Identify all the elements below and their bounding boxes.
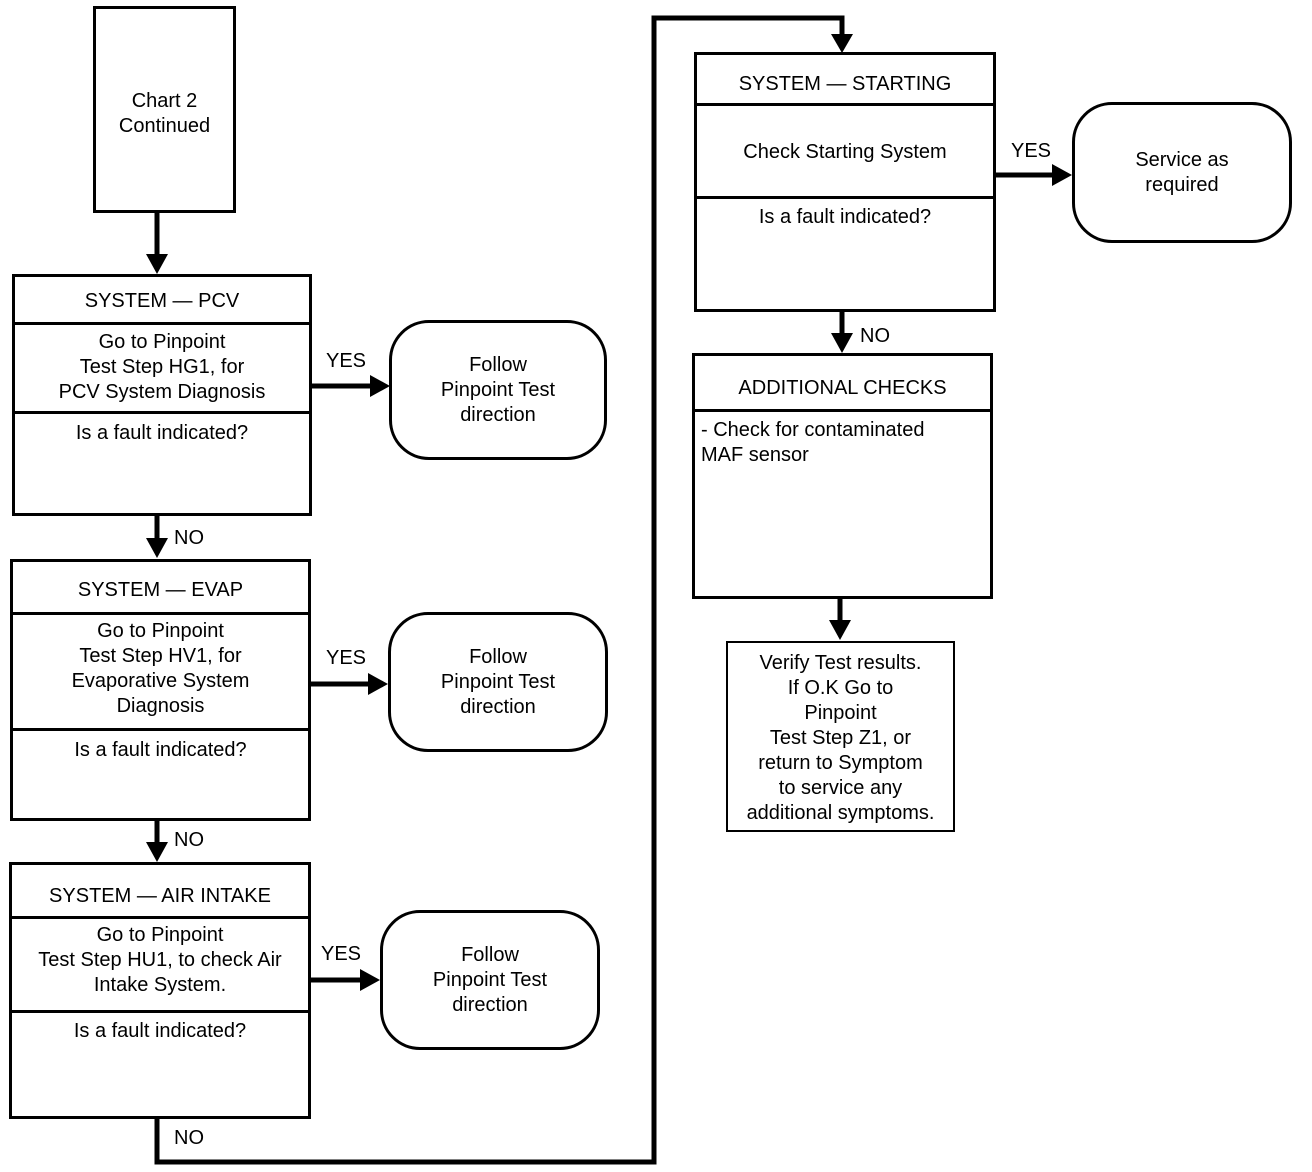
divider	[15, 411, 309, 414]
no-label: NO	[174, 1127, 204, 1149]
additional-checks-body: - Check for contaminated MAF sensor	[701, 419, 925, 466]
starting-question: Is a fault indicated?	[758, 206, 932, 228]
arrowhead	[831, 34, 853, 53]
divider	[13, 728, 308, 731]
starting-action: Check Starting System	[743, 141, 947, 163]
yes-label: YES	[1011, 140, 1052, 162]
air-intake-title: SYSTEM — AIR INTAKE	[49, 885, 271, 907]
air-intake-question: Is a fault indicated?	[73, 1020, 247, 1042]
yes-label: YES	[321, 943, 362, 965]
pcv-box: SYSTEM — PCV Go to Pinpoint Test Step HG…	[12, 274, 312, 516]
arrow-air-to-starting	[154, 15, 845, 1165]
pcv-title: SYSTEM — PCV	[84, 290, 240, 312]
air-intake-box: SYSTEM — AIR INTAKE Go to Pinpoint Test …	[9, 862, 311, 1119]
starting-title: SYSTEM — STARTING	[738, 73, 952, 95]
divider	[13, 612, 308, 615]
arrowhead	[360, 969, 380, 991]
divider	[697, 103, 993, 106]
pcv-follow-terminal: Follow Pinpoint Test direction	[389, 320, 607, 460]
air-intake-action: Go to Pinpoint Test Step HU1, to check A…	[38, 924, 282, 996]
no-label: NO	[860, 325, 890, 347]
pcv-action: Go to Pinpoint Test Step HG1, for PCV Sy…	[58, 331, 266, 403]
arrowhead	[829, 620, 851, 640]
no-label: NO	[174, 527, 204, 549]
divider	[12, 916, 308, 919]
additional-checks-title: ADDITIONAL CHECKS	[738, 377, 947, 399]
verify-text: Verify Test results. If O.K Go to Pinpoi…	[746, 652, 935, 824]
yes-label: YES	[326, 647, 367, 669]
additional-checks-box: ADDITIONAL CHECKS - Check for contaminat…	[692, 353, 993, 599]
arrowhead	[146, 254, 168, 274]
divider	[12, 1010, 308, 1013]
verify-box: Verify Test results. If O.K Go to Pinpoi…	[726, 641, 955, 832]
arrowhead	[1052, 164, 1072, 186]
evap-action: Go to Pinpoint Test Step HV1, for Evapor…	[71, 620, 250, 717]
evap-title: SYSTEM — EVAP	[77, 579, 244, 601]
yes-label: YES	[326, 350, 367, 372]
evap-follow-terminal: Follow Pinpoint Test direction	[388, 612, 608, 752]
evap-box: SYSTEM — EVAP Go to Pinpoint Test Step H…	[10, 559, 311, 821]
air-intake-follow-terminal: Follow Pinpoint Test direction	[380, 910, 600, 1050]
start-box: Chart 2 Continued	[93, 6, 236, 213]
pcv-question: Is a fault indicated?	[75, 422, 249, 444]
divider	[697, 196, 993, 199]
arrowhead	[370, 375, 390, 397]
evap-question: Is a fault indicated?	[74, 739, 247, 761]
start-text: Chart 2 Continued	[118, 90, 211, 137]
no-label: NO	[174, 829, 204, 851]
service-terminal: Service as required	[1072, 102, 1292, 243]
arrowhead	[146, 538, 168, 558]
arrowhead	[146, 842, 168, 862]
divider	[15, 322, 309, 325]
starting-box: SYSTEM — STARTING Check Starting System …	[694, 52, 996, 312]
divider	[695, 409, 990, 412]
arrowhead	[831, 333, 853, 353]
arrowhead	[368, 673, 388, 695]
